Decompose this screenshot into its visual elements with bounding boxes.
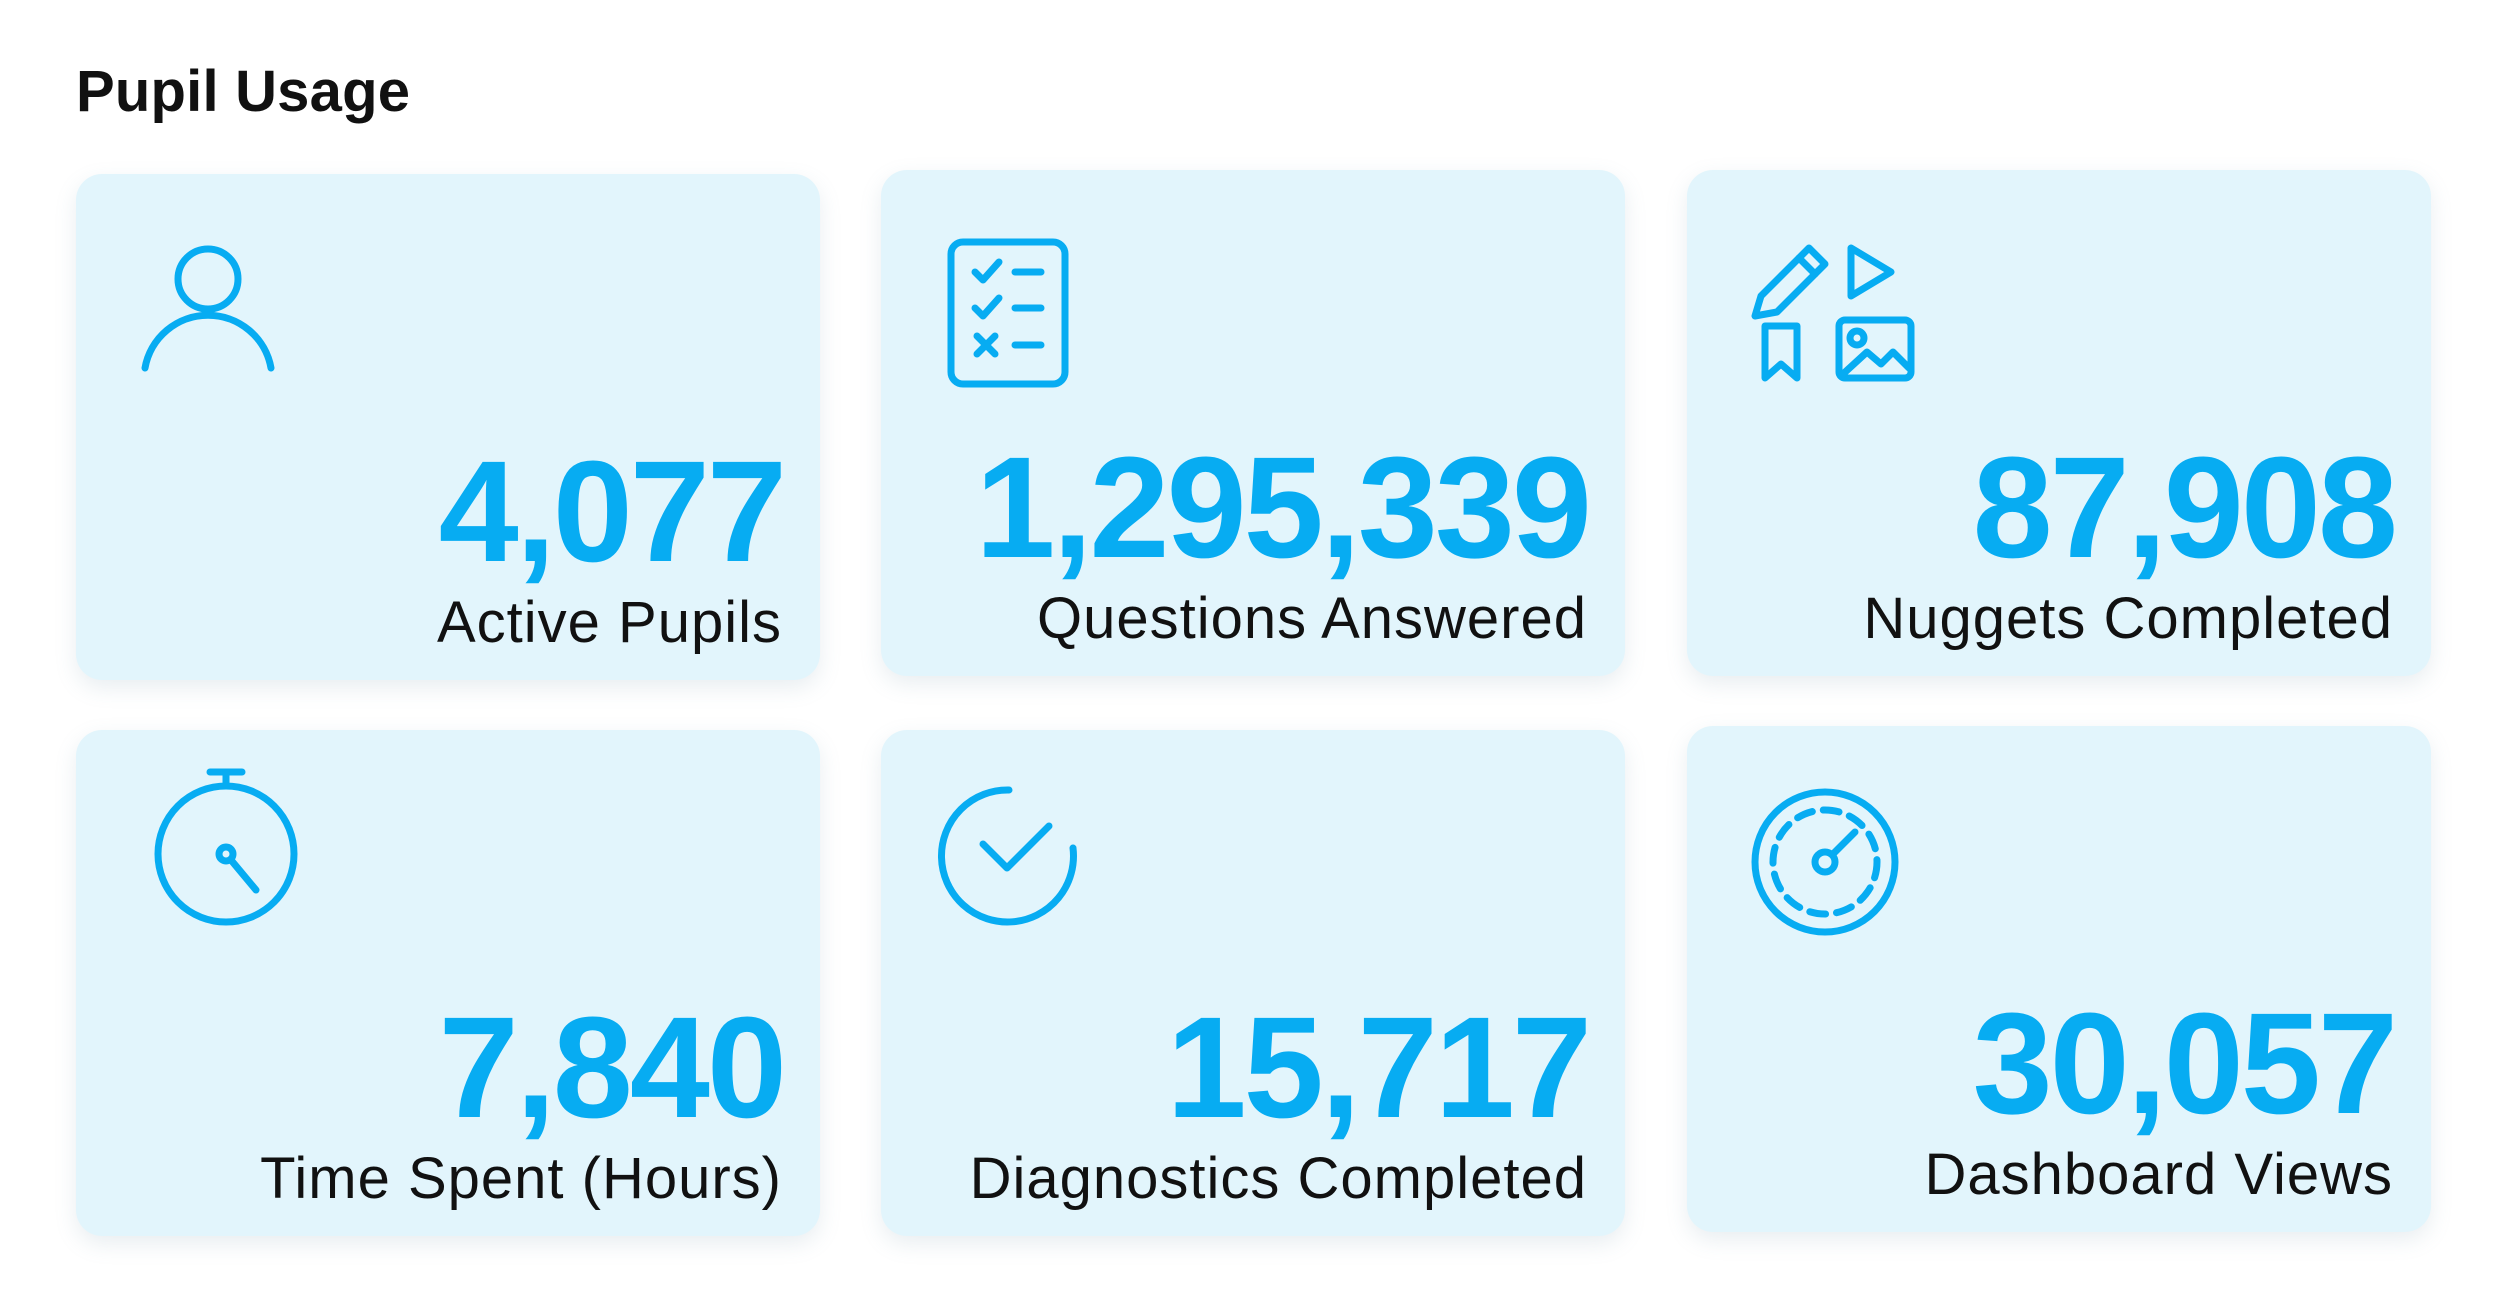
stat-value: 1,295,339 (975, 427, 1592, 588)
stat-label: Questions Answered (1037, 586, 1587, 651)
user-icon (132, 232, 312, 412)
page-title: Pupil Usage (76, 59, 411, 124)
stat-value: 4,077 (438, 431, 787, 592)
stat-card-nuggets-completed: 87,908 Nuggets Completed (1687, 170, 2431, 676)
stat-card-diagnostics-completed: 15,717 Diagnostics Completed (881, 730, 1625, 1236)
stat-label: Active Pupils (436, 590, 782, 655)
stat-value: 15,717 (1166, 987, 1592, 1148)
stat-label: Dashboard Views (1924, 1142, 2393, 1207)
checklist-icon (937, 228, 1117, 408)
stat-label: Diagnostics Completed (969, 1146, 1587, 1211)
media-collection-icon (1743, 228, 1923, 408)
stat-card-active-pupils: 4,077 Active Pupils (76, 174, 820, 680)
stat-card-questions-answered: 1,295,339 Questions Answered (881, 170, 1625, 676)
stat-card-dashboard-views: 30,057 Dashboard Views (1687, 726, 2431, 1232)
stat-label: Time Spent (Hours) (260, 1146, 782, 1211)
stat-label: Nuggets Completed (1863, 586, 2393, 651)
speedometer-icon (1743, 784, 1923, 964)
stat-value: 30,057 (1972, 983, 2398, 1144)
check-circle-icon (937, 786, 1117, 968)
stat-value: 87,908 (1972, 427, 2398, 588)
stopwatch-icon (132, 768, 312, 968)
stat-value: 7,840 (438, 987, 787, 1148)
stat-card-time-spent: 7,840 Time Spent (Hours) (76, 730, 820, 1236)
